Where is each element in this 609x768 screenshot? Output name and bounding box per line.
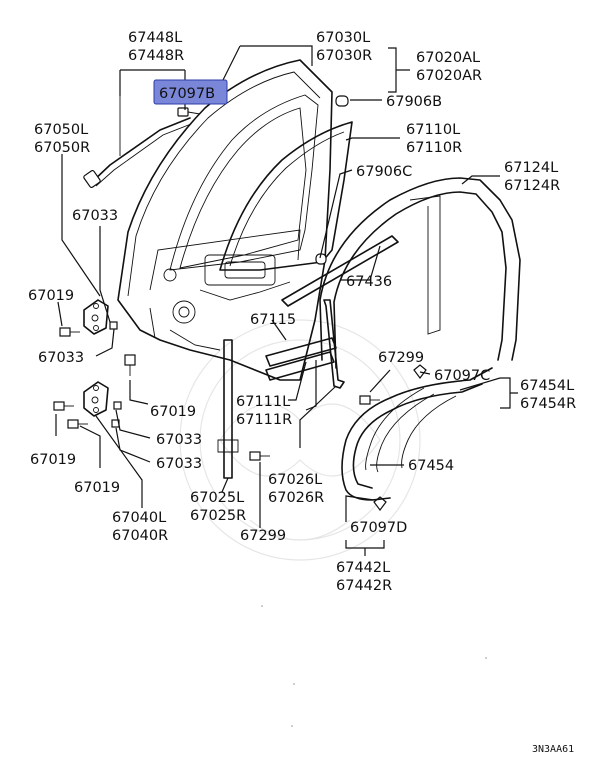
label-67019-c: 67019 <box>30 452 76 468</box>
specks <box>261 605 487 727</box>
label-67033-c: 67033 <box>156 432 202 448</box>
label-67442R: 67442R <box>336 578 392 594</box>
label-67906B: 67906B <box>386 94 442 110</box>
label-67020AR: 67020AR <box>416 68 482 84</box>
label-67454: 67454 <box>408 458 454 474</box>
lower-hinge <box>83 381 109 417</box>
label-67299-a: 67299 <box>378 350 424 366</box>
clips <box>109 95 427 511</box>
label-67019-a: 67019 <box>28 288 74 304</box>
label-67030R: 67030R <box>316 48 372 64</box>
part-labels: 67448L 67448R 67097B 67050L 67050R 67033… <box>28 30 576 594</box>
label-67436: 67436 <box>346 274 392 290</box>
label-67020AL: 67020AL <box>416 50 480 66</box>
label-67097C: 67097C <box>434 368 490 384</box>
label-67033-b: 67033 <box>38 350 84 366</box>
label-67050L: 67050L <box>34 122 88 138</box>
rear-channel <box>323 299 345 389</box>
label-67025R: 67025R <box>190 508 246 524</box>
label-67454R: 67454R <box>520 396 576 412</box>
label-67030L: 67030L <box>316 30 370 46</box>
label-67299-b: 67299 <box>240 528 286 544</box>
label-67111L: 67111L <box>236 394 290 410</box>
leader-lines <box>55 45 518 556</box>
label-67050R: 67050R <box>34 140 90 156</box>
door-glass <box>219 121 353 271</box>
label-67026L: 67026L <box>268 472 322 488</box>
highlight-box-67097B <box>153 79 228 105</box>
label-67097B: 67097B <box>159 86 215 102</box>
upper-hinge <box>83 299 109 335</box>
label-67019-d: 67019 <box>74 480 120 496</box>
label-67110R: 67110R <box>406 140 462 156</box>
label-67454L: 67454L <box>520 378 574 394</box>
label-67040L: 67040L <box>112 510 166 526</box>
label-67906C: 67906C <box>356 164 412 180</box>
label-67025L: 67025L <box>190 490 244 506</box>
label-67040R: 67040R <box>112 528 168 544</box>
label-67124R: 67124R <box>504 178 560 194</box>
diagram-code: 3N3AA61 <box>532 744 574 755</box>
label-67026R: 67026R <box>268 490 324 506</box>
label-67448L: 67448L <box>128 30 182 46</box>
label-67097D: 67097D <box>350 520 407 536</box>
regulator-parts <box>217 235 399 479</box>
label-67124L: 67124L <box>504 160 558 176</box>
door-shell-drawing <box>117 59 333 381</box>
label-67448R: 67448R <box>128 48 184 64</box>
lower-weatherstrip <box>341 367 493 501</box>
label-67033-a: 67033 <box>72 208 118 224</box>
label-67115: 67115 <box>250 312 296 328</box>
label-67111R: 67111R <box>236 412 292 428</box>
front-seal-strip <box>83 117 192 188</box>
label-67033-d: 67033 <box>156 456 202 472</box>
hinge-bolts <box>53 327 380 461</box>
label-67110L: 67110L <box>406 122 460 138</box>
watermark-seal <box>179 319 421 561</box>
label-67442L: 67442L <box>336 560 390 576</box>
label-67019-b: 67019 <box>150 404 196 420</box>
door-weatherstrip <box>319 177 521 369</box>
